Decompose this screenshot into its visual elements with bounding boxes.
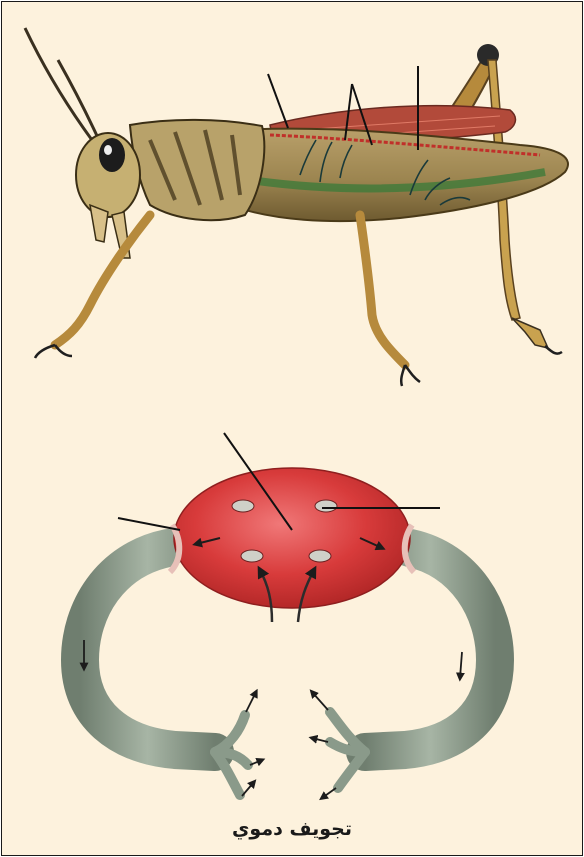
flow-arrow-vessel-right <box>460 652 462 678</box>
heart-label-line-left <box>118 518 180 530</box>
ostium-2 <box>315 500 337 512</box>
left-branches <box>215 715 248 795</box>
antenna-1 <box>25 28 92 140</box>
pronotum <box>130 120 264 220</box>
hind-foot <box>512 318 548 348</box>
mouthparts <box>90 205 108 242</box>
right-branches <box>330 712 365 788</box>
ostium-1 <box>232 500 254 512</box>
ostium-4 <box>309 550 331 562</box>
label-line-1 <box>268 74 288 128</box>
hind-claw <box>545 346 562 354</box>
heart-chamber <box>174 468 410 608</box>
heart-circulation-icon <box>80 433 495 798</box>
middle-leg <box>360 215 405 365</box>
eye <box>99 138 125 172</box>
ostium-3 <box>241 550 263 562</box>
figure-caption: تجويف دموي <box>0 818 584 840</box>
grasshopper-icon <box>25 28 568 386</box>
